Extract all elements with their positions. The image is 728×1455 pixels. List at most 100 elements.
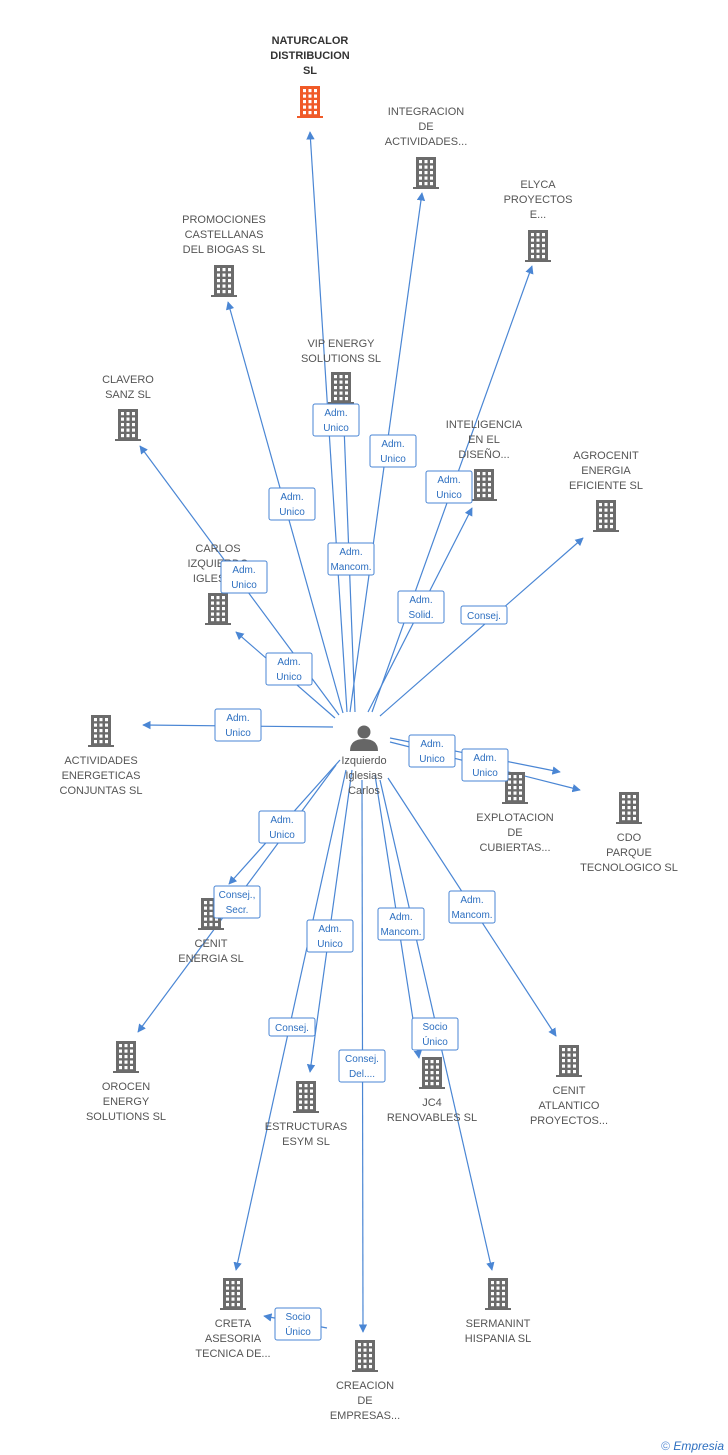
edge-label-text: Consej., (219, 890, 256, 901)
company-node-jc4-label: JC4 (422, 1097, 442, 1109)
edge-label-agrocenit[interactable]: Consej. (460, 605, 508, 625)
company-node-creta[interactable] (220, 1278, 246, 1310)
company-node-elyca-label: E... (530, 209, 547, 221)
footer-brand[interactable]: © Empresia (661, 1439, 724, 1453)
company-node-cenit_atlantico[interactable] (556, 1045, 582, 1077)
company-node-agrocenit-label: AGROCENIT (573, 450, 639, 462)
edge-label-creta[interactable]: Consej. (268, 1017, 316, 1037)
company-node-creacion-label: CREACION (336, 1380, 394, 1392)
building-icon (88, 715, 114, 747)
company-node-cdo-label: CDO (617, 832, 642, 844)
edge-label-text: Consej. (345, 1054, 379, 1065)
company-node-inteligencia[interactable] (471, 469, 497, 501)
company-node-elyca[interactable] (525, 230, 551, 262)
company-node-carlos[interactable] (205, 593, 231, 625)
company-node-inteligencia-label: EN EL (468, 434, 500, 446)
building-icon (525, 230, 551, 262)
copyright-symbol: © (661, 1439, 670, 1453)
edge-label-elyca[interactable]: Adm.Unico (425, 470, 473, 504)
edge-label-text: Unico (380, 454, 406, 465)
company-node-explotacion[interactable] (502, 772, 528, 804)
edge-label-estructuras[interactable]: Adm.Unico (306, 919, 354, 953)
edge-label-text: Mancom. (451, 910, 492, 921)
edge-label-naturcalor[interactable]: Adm.Unico (312, 403, 360, 437)
company-node-actividades[interactable] (88, 715, 114, 747)
edge-label-text: Del.... (349, 1069, 375, 1080)
company-node-inteligencia-label: INTELIGENCIA (446, 419, 523, 431)
building-icon (419, 1057, 445, 1089)
company-node-integracion[interactable] (413, 157, 439, 189)
company-node-cdo-label: PARQUE (606, 847, 652, 859)
company-node-vip-label: SOLUTIONS SL (301, 353, 381, 365)
company-node-naturcalor-label: SL (303, 65, 317, 77)
edge-label-text: Adm. (381, 439, 404, 450)
edge-label-orocen[interactable]: Consej.,Secr. (213, 885, 261, 919)
company-node-estructuras-label: ESYM SL (282, 1136, 330, 1148)
edge-label-text: Mancom. (330, 562, 371, 573)
building-icon (211, 265, 237, 297)
company-node-elyca-label: ELYCA (520, 179, 556, 191)
company-node-actividades-label: CONJUNTAS SL (60, 785, 143, 797)
company-node-jc4[interactable] (419, 1057, 445, 1089)
person-node[interactable] (350, 725, 378, 752)
edge-label-clavero[interactable]: Adm.Unico (220, 560, 268, 594)
edge-label-cenit_energia[interactable]: Adm. Unico (258, 810, 306, 844)
edge-label-explotacion[interactable]: Adm.Unico (408, 734, 456, 768)
company-node-sermanint[interactable] (485, 1278, 511, 1310)
company-node-cenit_energia-label: ENERGIA SL (178, 953, 243, 965)
company-node-explotacion-label: CUBIERTAS... (479, 842, 550, 854)
company-node-cenit_atlantico-label: ATLANTICO (539, 1100, 600, 1112)
company-node-cdo[interactable] (616, 792, 642, 824)
edge-label-text: Consej. (467, 611, 501, 622)
company-node-agrocenit[interactable] (593, 500, 619, 532)
edge-label-text: Unico (419, 754, 445, 765)
edge-label-cenit_atlantico[interactable]: Adm.Mancom. (448, 890, 496, 924)
edge-label-text: Adm. (409, 595, 432, 606)
edge-label-promociones[interactable]: Adm.Unico (268, 487, 316, 521)
company-node-vip-label: VIP ENERGY (307, 338, 375, 350)
edge-label-vip[interactable]: Adm.Mancom. (327, 542, 375, 576)
company-node-clavero-label: SANZ SL (105, 389, 151, 401)
edge-label-inteligencia[interactable]: Adm.Solid. (397, 590, 445, 624)
company-node-vip[interactable] (328, 372, 354, 404)
company-node-orocen-label: ENERGY (103, 1096, 150, 1108)
edge-label-text: Adm. (270, 815, 293, 826)
company-node-creacion[interactable] (352, 1340, 378, 1372)
company-node-cenit_energia-label: CENIT (195, 938, 228, 950)
company-node-promociones-label: DEL BIOGAS SL (183, 244, 266, 256)
edge-label-integracion[interactable]: Adm. Unico (369, 434, 417, 468)
company-node-integracion-label: DE (418, 121, 433, 133)
company-node-estructuras[interactable] (293, 1081, 319, 1113)
edge-label-carlos[interactable]: Adm.Unico (265, 652, 313, 686)
company-node-orocen[interactable] (113, 1041, 139, 1073)
edge-label-text: Unico (269, 830, 295, 841)
company-node-estructuras-label: ESTRUCTURAS (265, 1121, 348, 1133)
edge-label-text: Socio (285, 1312, 310, 1323)
edge-label-text: Unico (231, 580, 257, 591)
edge-label-jc4[interactable]: Adm.Mancom. (377, 907, 425, 941)
building-icon (502, 772, 528, 804)
company-node-naturcalor-label: NATURCALOR (272, 35, 349, 47)
edge-label-actividades[interactable]: Adm.Unico (214, 708, 262, 742)
company-node-creacion-label: DE (357, 1395, 372, 1407)
edge-label-text: Adm. (318, 924, 341, 935)
edge-label-cdo[interactable]: Adm. Unico (461, 748, 509, 782)
company-node-naturcalor[interactable] (297, 86, 323, 118)
company-node-sermanint-label: HISPANIA SL (465, 1333, 531, 1345)
company-node-promociones[interactable] (211, 265, 237, 297)
edge-label-text: Unico (472, 768, 498, 779)
edge-label-creacion[interactable]: Consej. Del.... (338, 1049, 386, 1083)
edge-label-text: Adm. (280, 492, 303, 503)
nodes-layer: NATURCALORDISTRIBUCIONSLINTEGRACIONDEACT… (60, 35, 678, 1422)
edge-label-text: Adm. (473, 753, 496, 764)
edge-label-text: Unico (436, 490, 462, 501)
company-node-integracion-label: ACTIVIDADES... (385, 136, 468, 148)
company-node-clavero[interactable] (115, 409, 141, 441)
building-icon (220, 1278, 246, 1310)
edge-label-text: Único (422, 1035, 448, 1048)
company-node-actividades-label: ACTIVIDADES (64, 755, 137, 767)
company-node-inteligencia-label: DISEÑO... (458, 448, 509, 461)
